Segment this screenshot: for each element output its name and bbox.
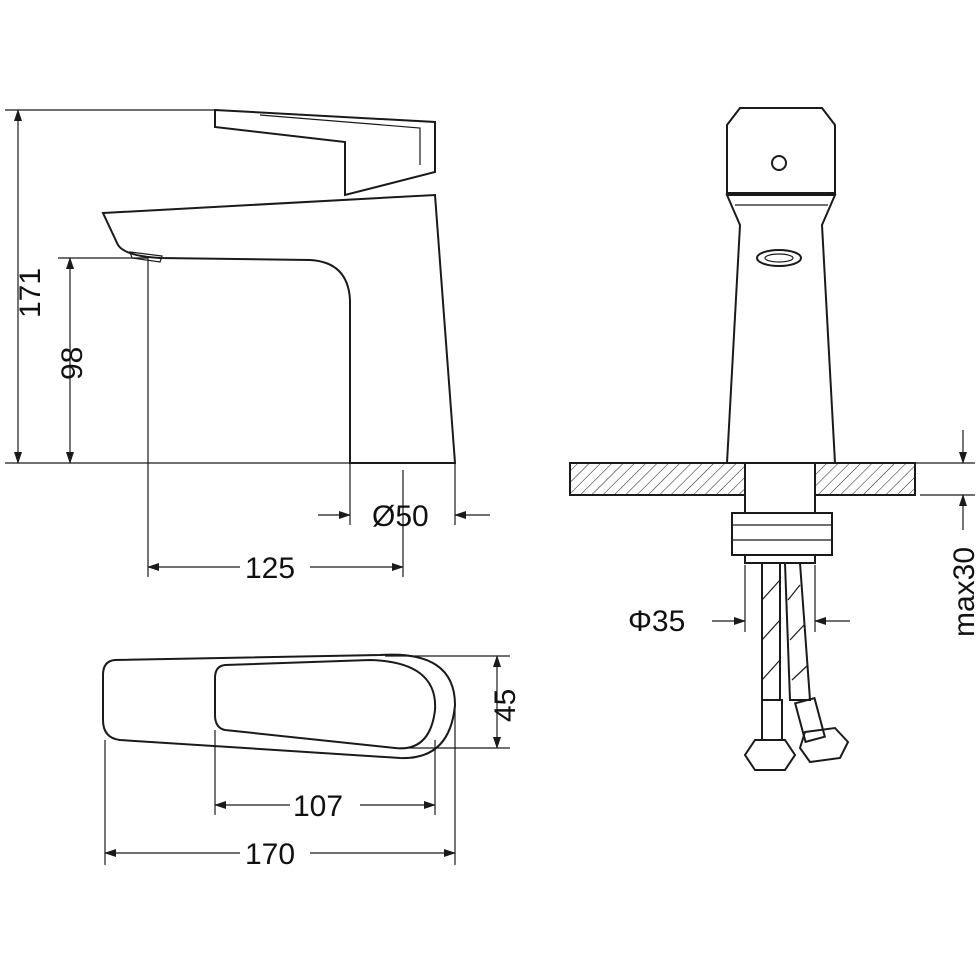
dim-handle-length: 107 [293, 790, 343, 823]
front-view: Φ35 max30 [569, 107, 976, 771]
hose-right [784, 562, 812, 701]
countertop-right [814, 462, 916, 496]
dim-max-thickness: max30 [948, 547, 976, 637]
dim-total-height: 171 [14, 268, 47, 318]
dim-top-width: 45 [489, 689, 522, 722]
side-view [5, 108, 457, 464]
handle-front [726, 107, 836, 194]
dim-spout-height: 98 [56, 347, 89, 380]
top-view: 45 107 170 [102, 653, 522, 871]
hose-nut-right [798, 726, 850, 764]
side-dimensions: 171 98 Ø50 125 [5, 109, 490, 585]
hose-nut-left [743, 739, 797, 771]
faucet-body-side [101, 193, 457, 464]
countertop-left [569, 462, 746, 496]
faucet-body-front [725, 194, 837, 464]
dim-hole-diameter: Φ35 [628, 605, 685, 638]
dim-base-diameter: Ø50 [372, 500, 429, 533]
dim-spout-reach: 125 [245, 552, 295, 585]
faucet-top [102, 653, 457, 760]
mounting-nut [731, 512, 833, 556]
handle-side [214, 108, 436, 197]
dim-total-length: 170 [245, 838, 295, 871]
handle-top [214, 658, 437, 750]
